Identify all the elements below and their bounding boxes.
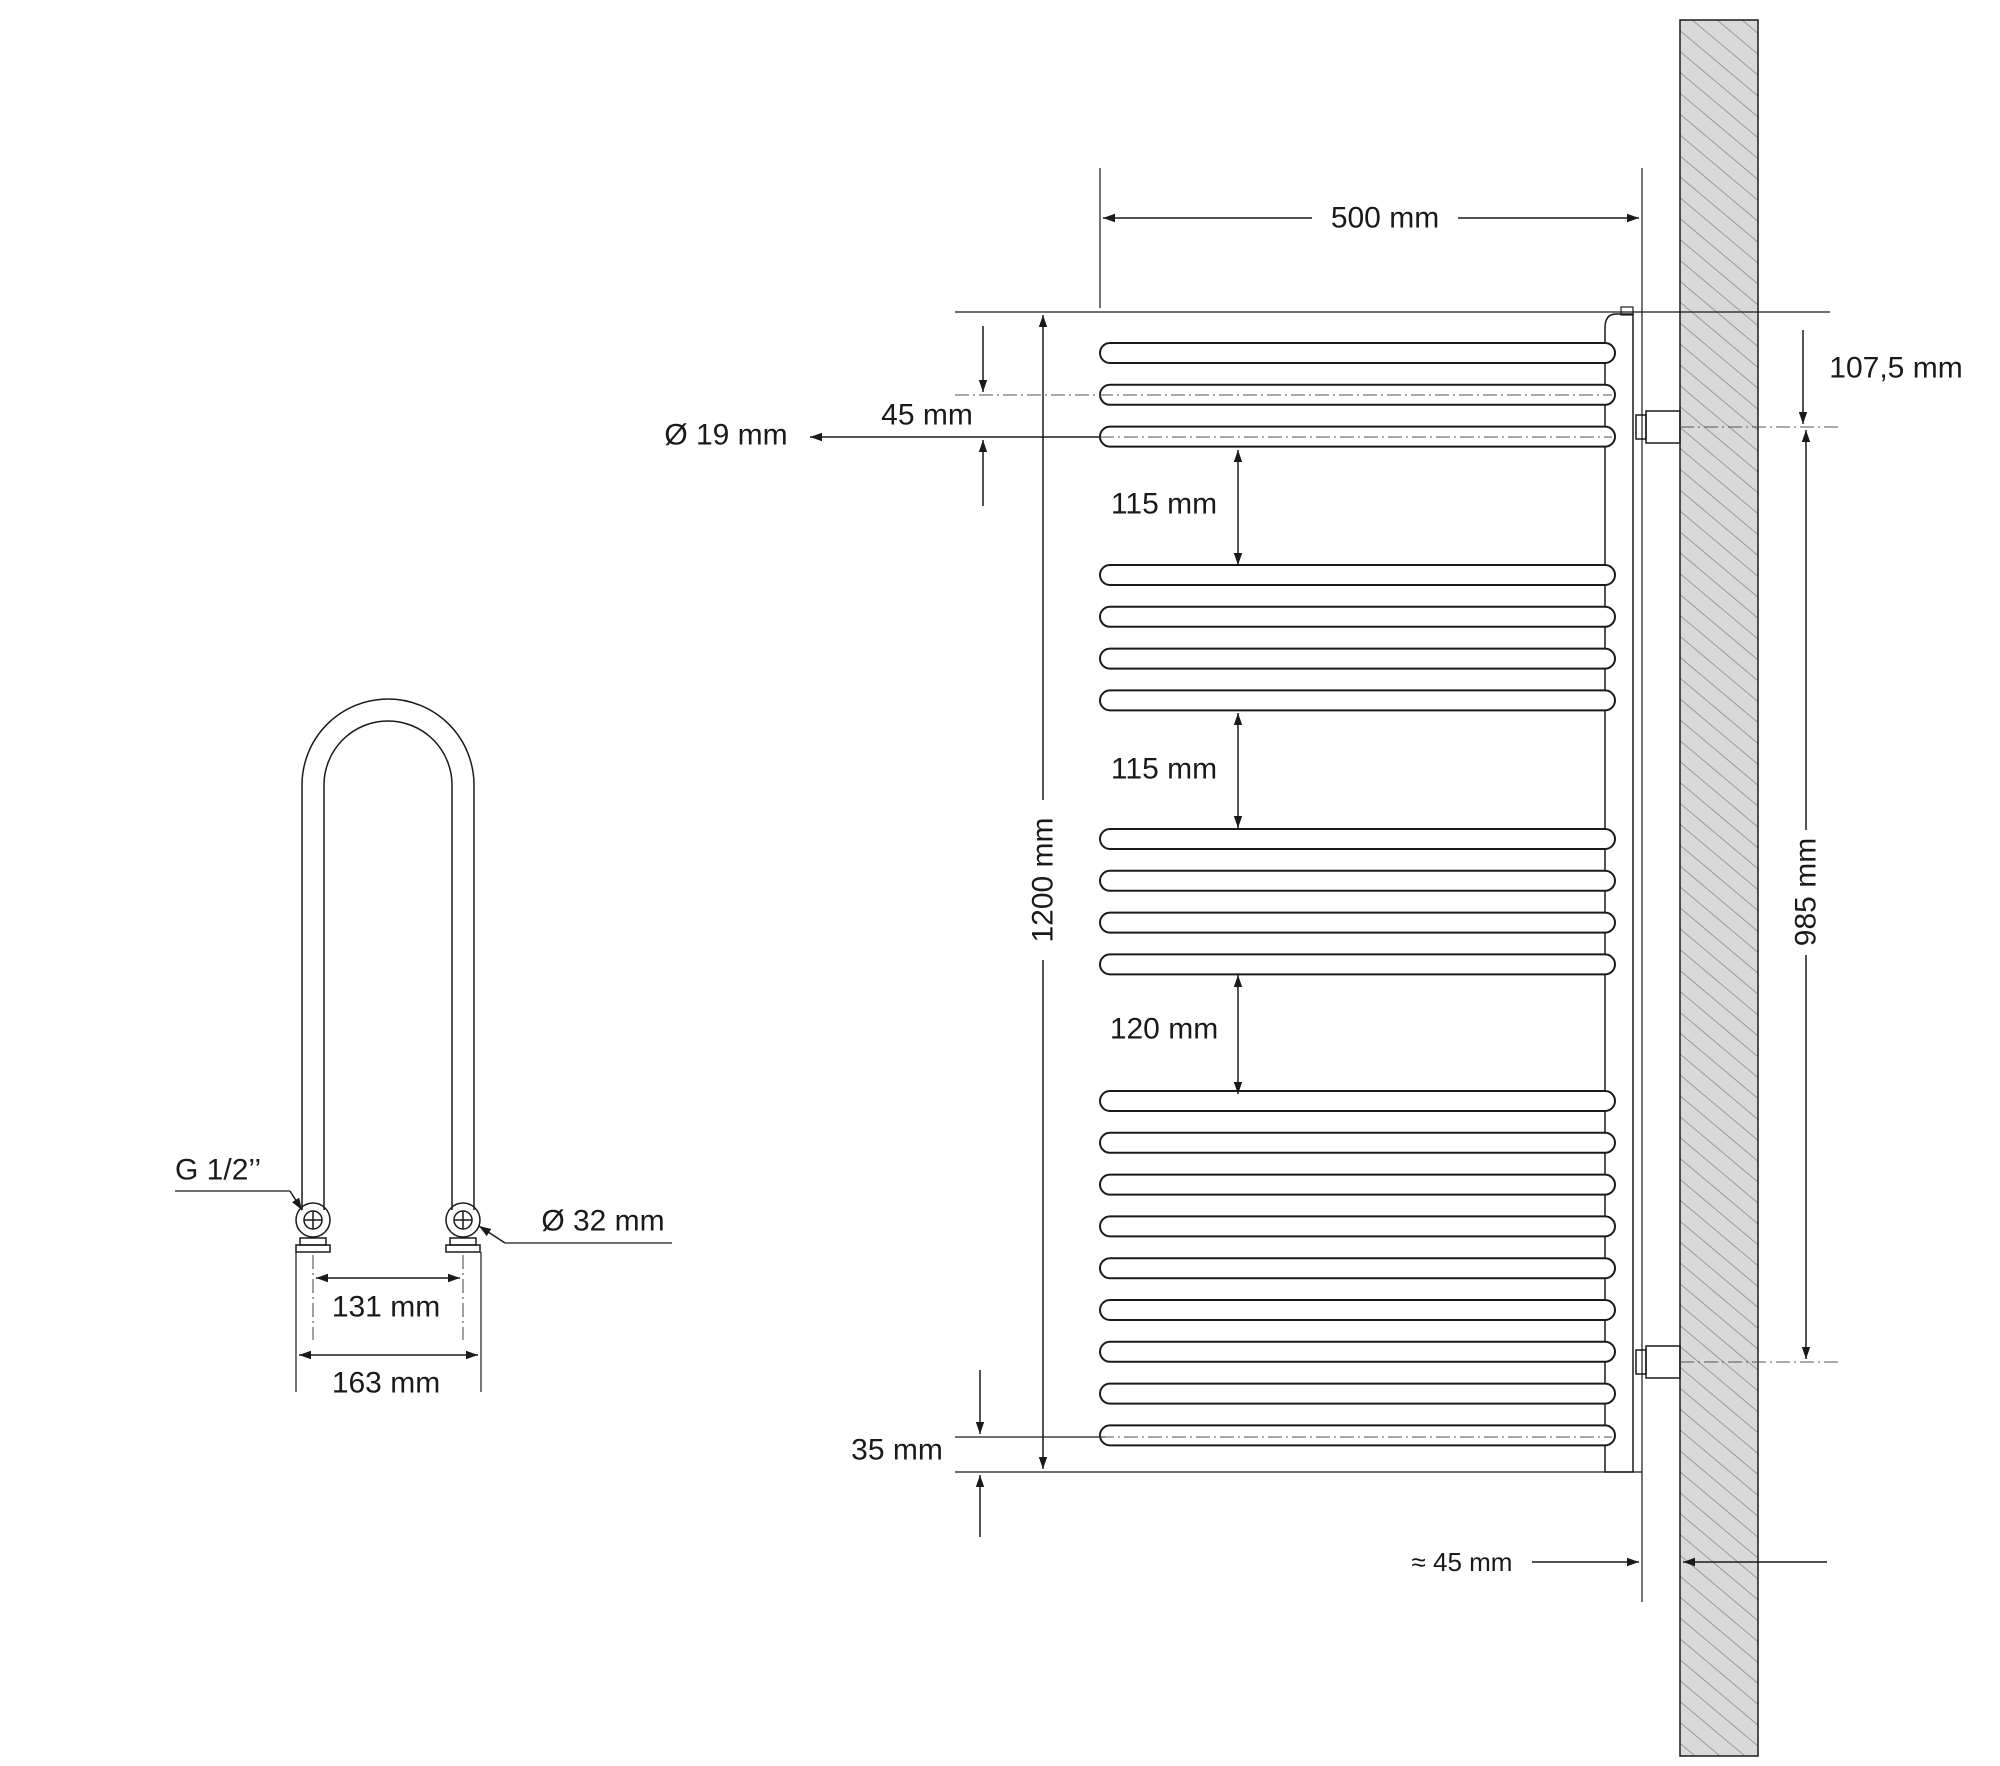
height-label: 1200 mm <box>1027 817 1060 942</box>
radiator-bar <box>1099 647 1616 670</box>
air-vent <box>1620 306 1634 316</box>
front-dimensions: 500 mm 1200 mm 45 mm Ø 19 mm 115 mm 115 … <box>664 168 1963 1602</box>
radiator-bar <box>1099 953 1616 976</box>
radiator-bar <box>1099 911 1616 934</box>
pipe-diameter-label: Ø 32 mm <box>541 1205 664 1238</box>
radiator-bar <box>1099 1090 1616 1112</box>
left-connection-fitting <box>295 1202 331 1253</box>
radiator-bar <box>1099 1131 1616 1154</box>
radiator-bar <box>1099 1215 1616 1238</box>
inner-spacing-label: 131 mm <box>332 1291 440 1324</box>
radiator-bar <box>1099 1173 1616 1196</box>
radiator-bar <box>1099 342 1616 364</box>
connection-spacing-label: 985 mm <box>1790 838 1823 946</box>
radiator-bar <box>1099 1257 1616 1280</box>
radiator-bars <box>1099 342 1616 1447</box>
width-label: 500 mm <box>1331 202 1439 235</box>
side-view: G 1/2’’ Ø 32 mm 131 mm 163 mm <box>175 698 672 1400</box>
top-offset-label: 45 mm <box>881 399 973 432</box>
gap-2-label: 115 mm <box>1111 753 1217 786</box>
radiator-bar <box>1099 828 1616 850</box>
connection-top-label: 107,5 mm <box>1829 352 1962 385</box>
radiator-bar <box>1099 564 1616 586</box>
radiator-bar <box>1099 869 1616 892</box>
bottom-offset-label: 35 mm <box>851 1434 943 1467</box>
towel-radiator-front-view <box>1099 306 1681 1473</box>
radiator-bar <box>1099 689 1616 712</box>
radiator-collector <box>1604 313 1634 1473</box>
thread-label: G 1/2’’ <box>175 1154 261 1187</box>
radiator-bar <box>1099 1424 1616 1447</box>
radiator-bar <box>1099 605 1616 628</box>
radiator-bar <box>1099 1299 1616 1321</box>
gap-3-label: 120 mm <box>1110 1013 1218 1046</box>
tube-diameter-label: Ø 19 mm <box>664 419 787 452</box>
gap-1-label: 115 mm <box>1111 488 1217 521</box>
side-view-pipe <box>301 698 475 1210</box>
radiator-bar <box>1099 1382 1616 1405</box>
wall-distance-label: ≈ 45 mm <box>1412 1547 1513 1577</box>
radiator-bar <box>1099 1340 1616 1363</box>
right-connection-fitting <box>445 1202 481 1253</box>
wall <box>1679 19 1759 1757</box>
outer-width-label: 163 mm <box>332 1367 440 1400</box>
